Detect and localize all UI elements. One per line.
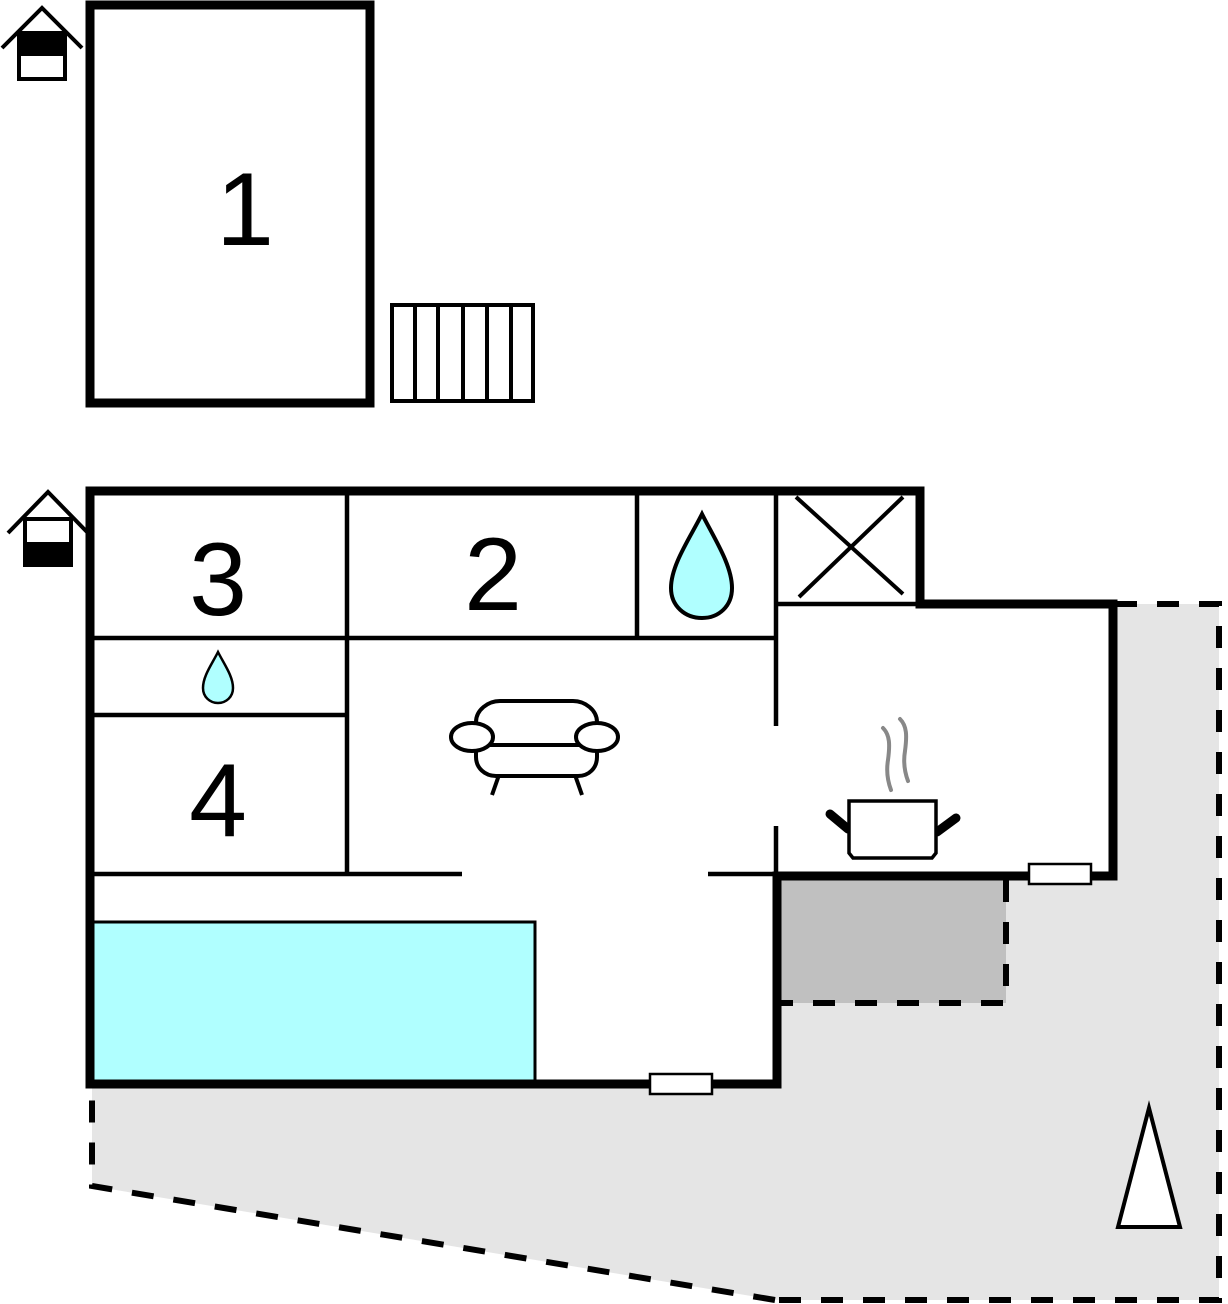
pool — [90, 920, 537, 1085]
floor-ground-level-icon — [6, 489, 90, 567]
stairs-icon — [390, 303, 535, 403]
room-1-label: 1 — [216, 152, 274, 268]
room-4-label: 4 — [189, 743, 247, 859]
kitchen-pot-icon — [825, 717, 961, 860]
north-arrow-icon — [1115, 1100, 1183, 1229]
room-2-label: 2 — [464, 517, 522, 633]
storage-x-icon — [794, 495, 905, 599]
window — [648, 1072, 714, 1096]
water-drop-small-icon — [201, 649, 235, 705]
window — [1027, 862, 1093, 886]
sofa-icon — [449, 699, 620, 796]
room-1: 1 — [85, 0, 375, 408]
floor-upper-level-icon — [0, 5, 84, 81]
water-drop-icon — [668, 509, 735, 621]
terrace-area — [89, 601, 1222, 1303]
room-3-label: 3 — [189, 522, 247, 638]
covered-terrace — [779, 879, 1009, 1006]
interior-walls — [92, 493, 916, 877]
